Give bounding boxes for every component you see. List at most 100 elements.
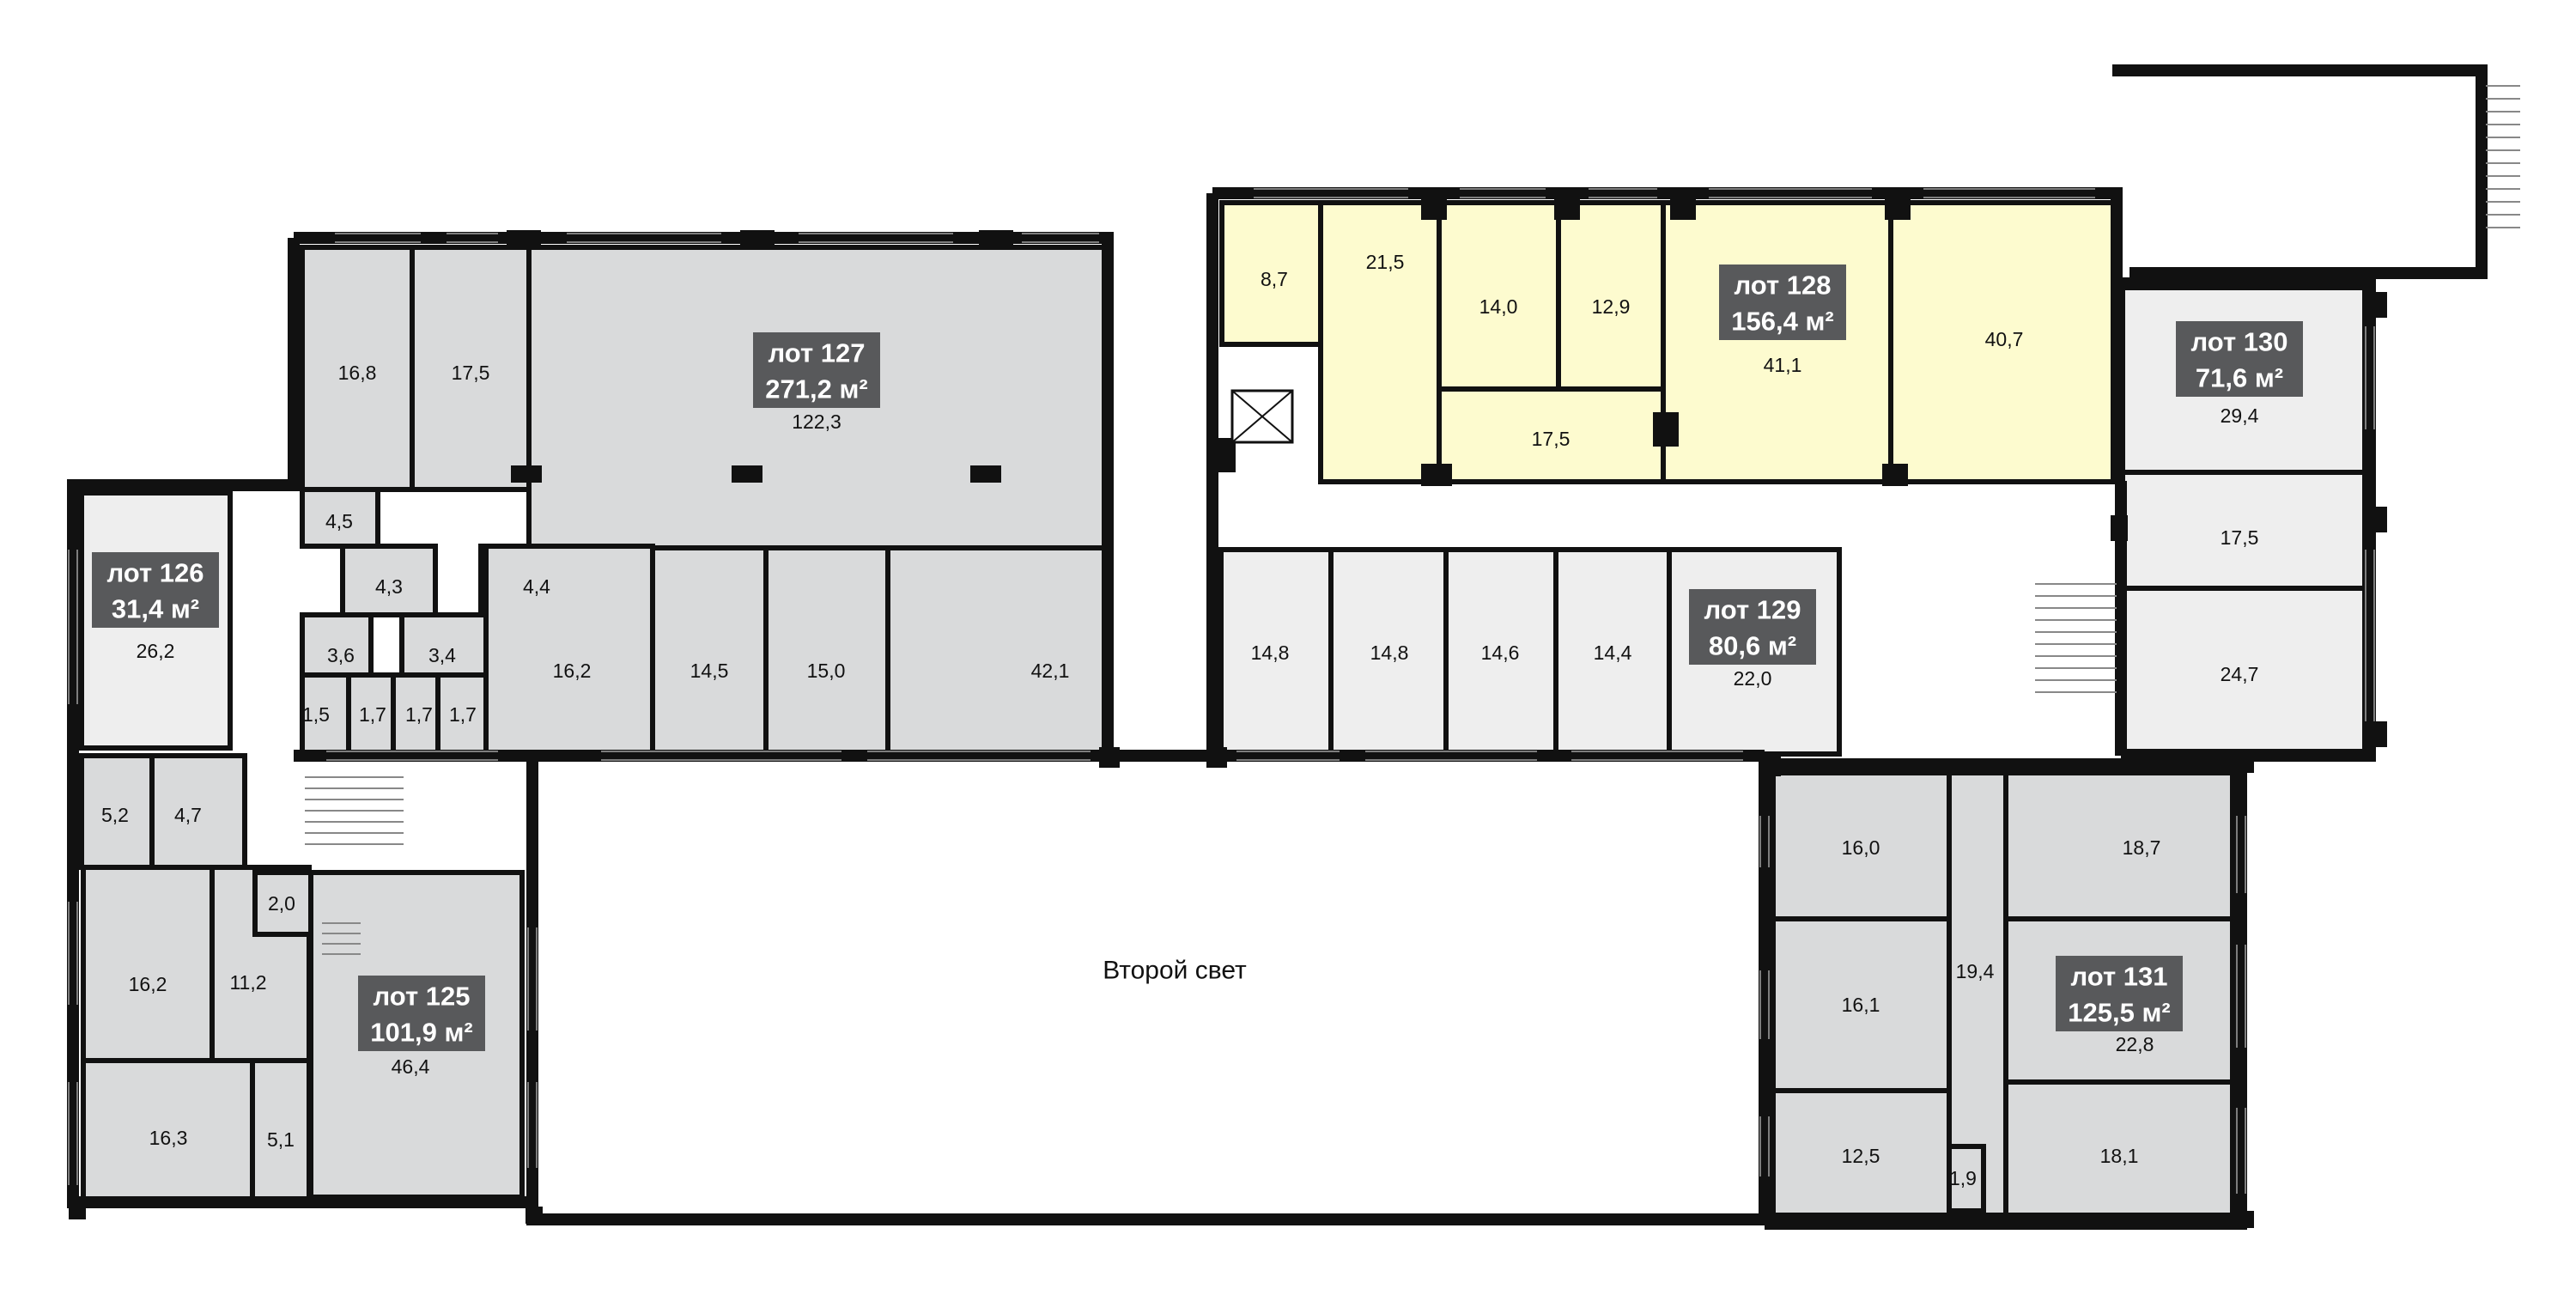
- room-lot-127[interactable]: [346, 672, 396, 757]
- room-area-label: 16,0: [1842, 836, 1880, 859]
- room-area-label: 18,7: [2123, 836, 2161, 859]
- pillar: [979, 230, 1013, 247]
- room-area-label: 15,0: [807, 660, 846, 682]
- window: [447, 233, 498, 243]
- pillar: [970, 465, 1001, 483]
- pillar: [526, 1207, 543, 1224]
- room-lot-127[interactable]: [885, 545, 1110, 758]
- room-lot-128[interactable]: [1661, 200, 1893, 484]
- pillar: [732, 465, 762, 483]
- window: [867, 751, 1091, 761]
- window: [1759, 816, 1770, 867]
- room-lot-125[interactable]: [81, 865, 215, 1063]
- room-lot-127[interactable]: [410, 245, 532, 492]
- window: [2236, 1108, 2246, 1194]
- room-area-label: 42,1: [1031, 660, 1070, 682]
- window: [1236, 751, 1340, 761]
- second-light-label: Второй свет: [1103, 957, 1247, 985]
- room-area-label: 1,5: [302, 703, 330, 726]
- pillar: [2111, 515, 2128, 541]
- room-lot-129[interactable]: [1553, 547, 1672, 757]
- pillar: [1670, 194, 1696, 220]
- lot-badge-bg: [1719, 264, 1846, 340]
- room-area-label: 16,2: [129, 973, 167, 995]
- pillars-layer: [69, 194, 2387, 1228]
- pillar: [1421, 194, 1447, 220]
- window: [2365, 635, 2375, 721]
- room-lot-127[interactable]: [300, 487, 380, 549]
- room-area-label: 17,5: [1532, 428, 1571, 450]
- pillar: [1215, 438, 1236, 472]
- room-lot-131[interactable]: [1771, 1088, 1952, 1218]
- lot-area: 271,2 м²: [765, 374, 867, 404]
- room-lot-125[interactable]: [149, 753, 247, 870]
- lot-badge-bg: [2056, 956, 2183, 1031]
- room-area-label: 5,1: [267, 1128, 295, 1151]
- window: [567, 233, 721, 243]
- room-area-label: 2,0: [268, 892, 295, 915]
- room-area-label: 4,3: [375, 575, 403, 598]
- room-lot-127[interactable]: [399, 612, 489, 678]
- window: [1709, 188, 1872, 198]
- lot-area: 101,9 м²: [370, 1018, 472, 1048]
- room-area-label: 4,7: [174, 804, 202, 826]
- room-area-label: 17,5: [2221, 526, 2259, 549]
- pillar: [2237, 756, 2254, 773]
- room-lot-127[interactable]: [340, 544, 438, 617]
- room-area-label: 46,4: [392, 1055, 430, 1078]
- room-area-label: 3,6: [327, 644, 355, 666]
- room-area-label: 24,7: [2221, 663, 2259, 685]
- room-lot-127[interactable]: [650, 545, 769, 758]
- room-lot-131[interactable]: [1947, 1144, 1986, 1213]
- room-area-label: 18,1: [2100, 1145, 2139, 1167]
- room-lot-131[interactable]: [1771, 916, 1952, 1093]
- windows-layer: [68, 188, 2375, 1194]
- window: [1022, 233, 1099, 243]
- stair-annex: [2486, 85, 2520, 228]
- room-lot-127[interactable]: [483, 544, 655, 758]
- pillar: [511, 465, 542, 483]
- pillar: [740, 230, 775, 247]
- room-area-label: 14,0: [1479, 295, 1518, 318]
- elevator-icon: [1230, 389, 1294, 444]
- room-lot-127[interactable]: [763, 545, 890, 758]
- pillar: [1554, 194, 1580, 220]
- pillar: [2237, 1211, 2254, 1228]
- outer-wall-north-right: [1206, 187, 2376, 762]
- room-area-label: 3,4: [428, 644, 456, 666]
- room-lot-127[interactable]: [300, 245, 415, 492]
- room-area-label: 14,5: [690, 660, 729, 682]
- lot-title: лот 130: [2191, 327, 2288, 357]
- window: [1254, 188, 1408, 198]
- lot-title: лот 125: [374, 982, 471, 1012]
- lot-badge-bg: [2176, 321, 2303, 397]
- window: [1460, 188, 1546, 198]
- room-area-label: 16,8: [338, 362, 377, 384]
- room-area-label: 1,7: [405, 703, 433, 726]
- window: [799, 233, 953, 243]
- room-area-label: 122,3: [792, 410, 841, 433]
- room-lot-131[interactable]: [2003, 1079, 2235, 1218]
- window: [1923, 188, 2095, 198]
- window: [527, 1082, 538, 1168]
- room-lot-130[interactable]: [2120, 586, 2367, 754]
- room-area-label: 40,7: [1985, 328, 2024, 350]
- room-lot-128[interactable]: [1318, 200, 1442, 484]
- room-lot-131[interactable]: [2003, 770, 2235, 921]
- window: [2236, 816, 2246, 893]
- room-area-label: 11,2: [229, 971, 266, 994]
- pillar: [1760, 756, 1781, 776]
- pillar: [2370, 292, 2387, 318]
- window: [1589, 188, 1657, 198]
- lot-badge-125[interactable]: лот 125 101,9 м²: [358, 976, 485, 1051]
- room-lot-128[interactable]: [1556, 200, 1666, 392]
- lot-title: лот 126: [107, 558, 204, 588]
- window: [335, 233, 421, 243]
